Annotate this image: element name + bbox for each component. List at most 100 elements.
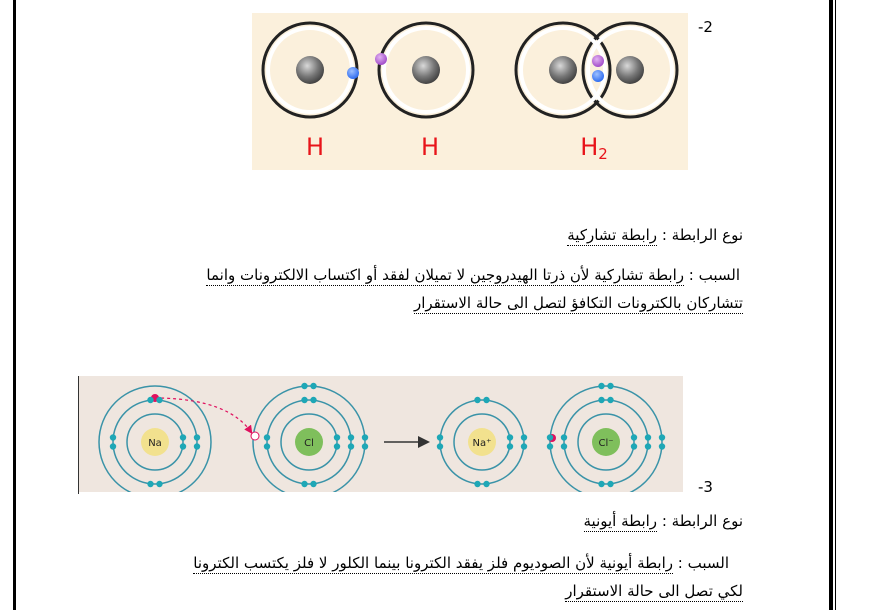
q3-reason-text-line1: رابطة أيونية لأن الصوديوم فلز يفقد الكتر…	[193, 554, 674, 574]
electron-transfer-arrow	[160, 397, 253, 434]
electron-vacancy	[250, 431, 260, 441]
electron-dot	[560, 443, 568, 450]
chlorine-nucleus	[295, 428, 323, 456]
electron-dot	[658, 443, 666, 450]
label-na: Na	[148, 438, 162, 449]
q3-reason-label: السبب :	[677, 554, 729, 572]
page-left-border	[13, 0, 16, 610]
electron-dot	[598, 382, 605, 390]
sodium-ion-nucleus	[468, 428, 496, 456]
electron-dot	[347, 434, 355, 441]
ionic-bond-figure: Na Cl Na⁺	[79, 376, 683, 502]
sodium-ion: Na⁺	[439, 399, 525, 485]
hydrogen-molecule	[514, 21, 679, 119]
figure2-left-edge	[78, 376, 79, 494]
electron-dot	[301, 396, 308, 404]
electron-dot	[361, 434, 369, 441]
electron-dot	[630, 434, 638, 441]
electron-dot	[644, 434, 652, 441]
electron-dot	[658, 434, 666, 441]
q2-bond-type-label: نوع الرابطة :	[661, 226, 743, 244]
label-h2-symbol: H	[580, 133, 598, 161]
electron-dot	[483, 396, 490, 404]
electron-dot	[147, 396, 154, 404]
electron-blue	[347, 67, 359, 79]
electron-dot	[560, 434, 568, 441]
electron-dot	[483, 480, 490, 488]
chloride-ion: Cl⁻	[548, 385, 663, 499]
electron-purple	[375, 53, 387, 65]
label-h-left: H	[306, 133, 324, 161]
q2-bond-type-line: نوع الرابطة : رابطة تشاركية	[567, 226, 743, 246]
electron-dot	[644, 443, 652, 450]
q3-reason-line1: السبب : رابطة أيونية لأن الصوديوم فلز يف…	[193, 554, 729, 574]
q2-reason-line2: تتشاركان بالكترونات التكافؤ لتصل الى حال…	[413, 294, 743, 314]
question-number-2: -2	[698, 18, 713, 36]
q3-reason-line2: لكي تصل الى حالة الاستقرار	[565, 582, 743, 602]
electron-dot	[301, 480, 308, 488]
chlorine-atom: Cl	[250, 385, 366, 499]
question-number-3: -3	[698, 478, 713, 496]
hydrogen-bond-figure: H H H2	[252, 13, 688, 170]
shared-electron-blue	[592, 70, 604, 82]
q3-bond-type-answer: رابطة أيونية	[583, 512, 658, 532]
electron-dot	[193, 434, 201, 441]
q2-reason-text-line2: تتشاركان بالكترونات التكافؤ لتصل الى حال…	[413, 294, 743, 314]
electron-dot	[263, 434, 271, 441]
electron-dot	[347, 443, 355, 450]
q3-bond-type-label: نوع الرابطة :	[661, 512, 743, 530]
label-h2-subscript: 2	[598, 145, 608, 163]
label-h-right: H	[421, 133, 439, 161]
q2-reason-label: السبب :	[688, 266, 740, 284]
q2-reason-text-line1: رابطة تشاركية لأن ذرتا الهيدروجين لا تمي…	[206, 266, 685, 286]
electron-dot	[156, 480, 163, 488]
electron-dot	[630, 443, 638, 450]
electron-dot	[546, 443, 554, 450]
electron-dot	[109, 443, 117, 450]
electron-dot	[361, 443, 369, 450]
electron-dot	[333, 443, 341, 450]
electron-dot	[607, 396, 614, 404]
q2-reason-line1: السبب : رابطة تشاركية لأن ذرتا الهيدروجي…	[206, 266, 740, 286]
label-h2: H2	[580, 133, 608, 163]
chloride-nucleus	[592, 428, 620, 456]
sodium-nucleus	[141, 428, 169, 456]
label-cl-ion: Cl⁻	[598, 438, 613, 449]
electron-dot	[506, 443, 514, 450]
electron-dot	[607, 480, 614, 488]
electron-dot	[310, 480, 317, 488]
hydrogen-atom-right	[375, 21, 475, 119]
electron-dot	[474, 396, 481, 404]
electron-dot	[546, 434, 554, 441]
electron-dot	[179, 443, 187, 450]
electron-dot	[506, 434, 514, 441]
hydrogen-bond-diagram: H H H2	[261, 21, 679, 163]
electron-dot	[520, 443, 528, 450]
shared-electron-purple	[592, 55, 604, 67]
electron-dot	[263, 443, 271, 450]
electron-dot	[474, 480, 481, 488]
electron-dot	[147, 480, 154, 488]
q2-bond-type-answer: رابطة تشاركية	[567, 226, 658, 246]
q3-reason-text-line2: لكي تصل الى حالة الاستقرار	[565, 582, 743, 602]
electron-dot	[301, 382, 308, 390]
ionic-bond-diagram: Na Cl Na⁺	[98, 382, 666, 502]
electron-dot	[520, 434, 528, 441]
electron-dot	[109, 434, 117, 441]
electron-dot	[156, 396, 163, 404]
electron-dot	[193, 443, 201, 450]
electron-dot	[179, 434, 187, 441]
electron-dot	[598, 480, 605, 488]
electron-dot	[436, 434, 444, 441]
electron-dot	[333, 434, 341, 441]
label-na-ion: Na⁺	[473, 438, 492, 449]
electron-dot	[607, 382, 614, 390]
electron-dot	[310, 396, 317, 404]
electron-dot	[598, 396, 605, 404]
page-right-border	[829, 0, 833, 610]
sodium-atom: Na	[98, 385, 212, 499]
electron-dot	[310, 382, 317, 390]
page-right-border-thin	[835, 0, 836, 610]
q3-bond-type-line: نوع الرابطة : رابطة أيونية	[583, 512, 743, 532]
